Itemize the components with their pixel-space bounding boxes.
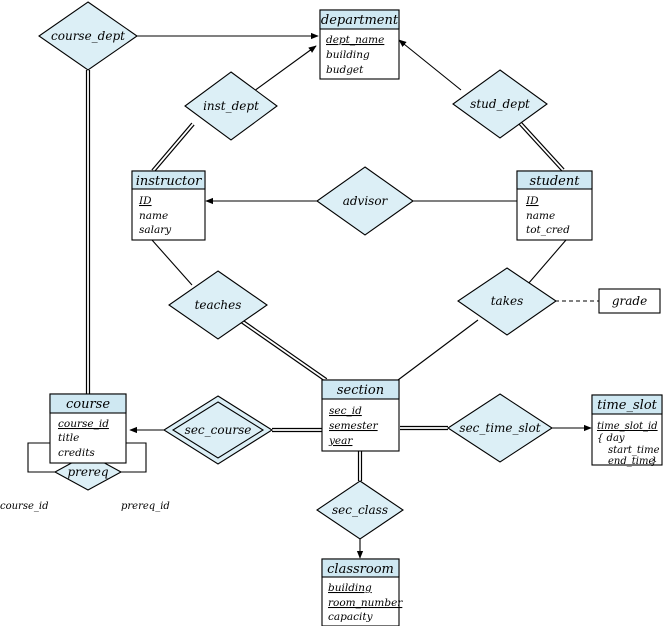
entity-title: student: [530, 174, 581, 189]
attribute-building: building: [328, 582, 372, 594]
relationship-label: takes: [491, 294, 524, 308]
entity-title: department: [321, 13, 399, 28]
relationship-sec-time-slot: sec_time_slot: [446, 393, 554, 463]
line-inst-dept-to-department: [253, 45, 317, 92]
attribute-building: building: [326, 49, 370, 61]
line-stud-dept-to-department: [398, 39, 462, 91]
entity-title: classroom: [327, 562, 394, 577]
line-student-to-takes: [527, 239, 567, 285]
entity-classroom: classroom building room_number capacity: [321, 558, 403, 626]
entity-title: course: [66, 397, 110, 412]
role-label-course-id: course_id: [0, 501, 49, 512]
entity-time-slot: time_slot time_slot_id { day start_time …: [591, 394, 663, 467]
entity-instructor: instructor ID name salary: [131, 170, 206, 241]
relationship-label: stud_dept: [470, 97, 530, 111]
attribute-room-number: room_number: [328, 597, 403, 609]
attribute-tot-cred: tot_cred: [526, 224, 570, 236]
relationship-takes: takes: [457, 267, 557, 336]
relationship-label: inst_dept: [203, 99, 259, 113]
attribute-course-id: course_id: [58, 418, 109, 430]
entity-title: time_slot: [597, 398, 658, 413]
entity-department: department dept_name building budget: [319, 9, 400, 80]
attribute-brace-close: }: [651, 456, 657, 467]
relationship-label: sec_course: [185, 423, 252, 437]
line-instructor-to-teaches: [151, 239, 193, 286]
attribute-grade: grade: [612, 294, 647, 308]
relationship-attribute-grade: grade: [598, 288, 661, 314]
attribute-name: name: [526, 210, 555, 222]
relationship-label: sec_class: [332, 503, 388, 517]
attribute-day: { day: [597, 433, 625, 444]
attribute-year: year: [328, 435, 353, 447]
role-label-prereq-id: prereq_id: [121, 501, 170, 512]
entity-section: section sec_id semester year: [321, 379, 400, 452]
line-prereq-course-id: [27, 442, 56, 473]
attribute-end-time: end_time: [608, 456, 654, 467]
relationship-label: teaches: [195, 298, 242, 312]
relationship-sec-class: sec_class: [316, 480, 404, 540]
relationship-label: sec_time_slot: [459, 421, 540, 435]
connector-lines: [27, 32, 599, 559]
relationship-teaches: teaches: [168, 270, 268, 340]
attribute-id: ID: [525, 195, 539, 207]
attribute-sec-id: sec_id: [329, 405, 362, 417]
relationship-label: advisor: [343, 194, 389, 208]
relationship-inst-dept: inst_dept: [184, 71, 278, 141]
attribute-semester: semester: [329, 420, 379, 432]
relationship-label: course_dept: [51, 29, 125, 43]
entity-title: section: [337, 383, 384, 398]
attribute-title: title: [58, 432, 79, 444]
attribute-budget: budget: [326, 64, 364, 76]
entity-student: student ID name tot_cred: [516, 170, 593, 241]
attribute-dept-name: dept_name: [326, 34, 384, 46]
attribute-salary: salary: [139, 224, 172, 236]
relationship-advisor: advisor: [316, 166, 414, 236]
relationship-label: prereq: [67, 465, 108, 479]
relationship-stud-dept: stud_dept: [452, 69, 548, 139]
entity-course: course course_id title credits: [49, 393, 127, 464]
attribute-start-time: start_time: [608, 445, 660, 456]
entity-title: instructor: [136, 174, 202, 189]
line-takes-to-section: [397, 319, 479, 381]
attribute-name: name: [139, 210, 168, 222]
relationship-course-dept: course_dept: [38, 1, 138, 71]
attribute-id: ID: [138, 195, 152, 207]
attribute-time-slot-id: time_slot_id: [597, 421, 658, 432]
line-prereq-prereq-id: [119, 442, 147, 473]
attribute-capacity: capacity: [328, 611, 374, 623]
attribute-credits: credits: [58, 447, 95, 459]
relationship-sec-course: sec_course: [162, 395, 274, 465]
